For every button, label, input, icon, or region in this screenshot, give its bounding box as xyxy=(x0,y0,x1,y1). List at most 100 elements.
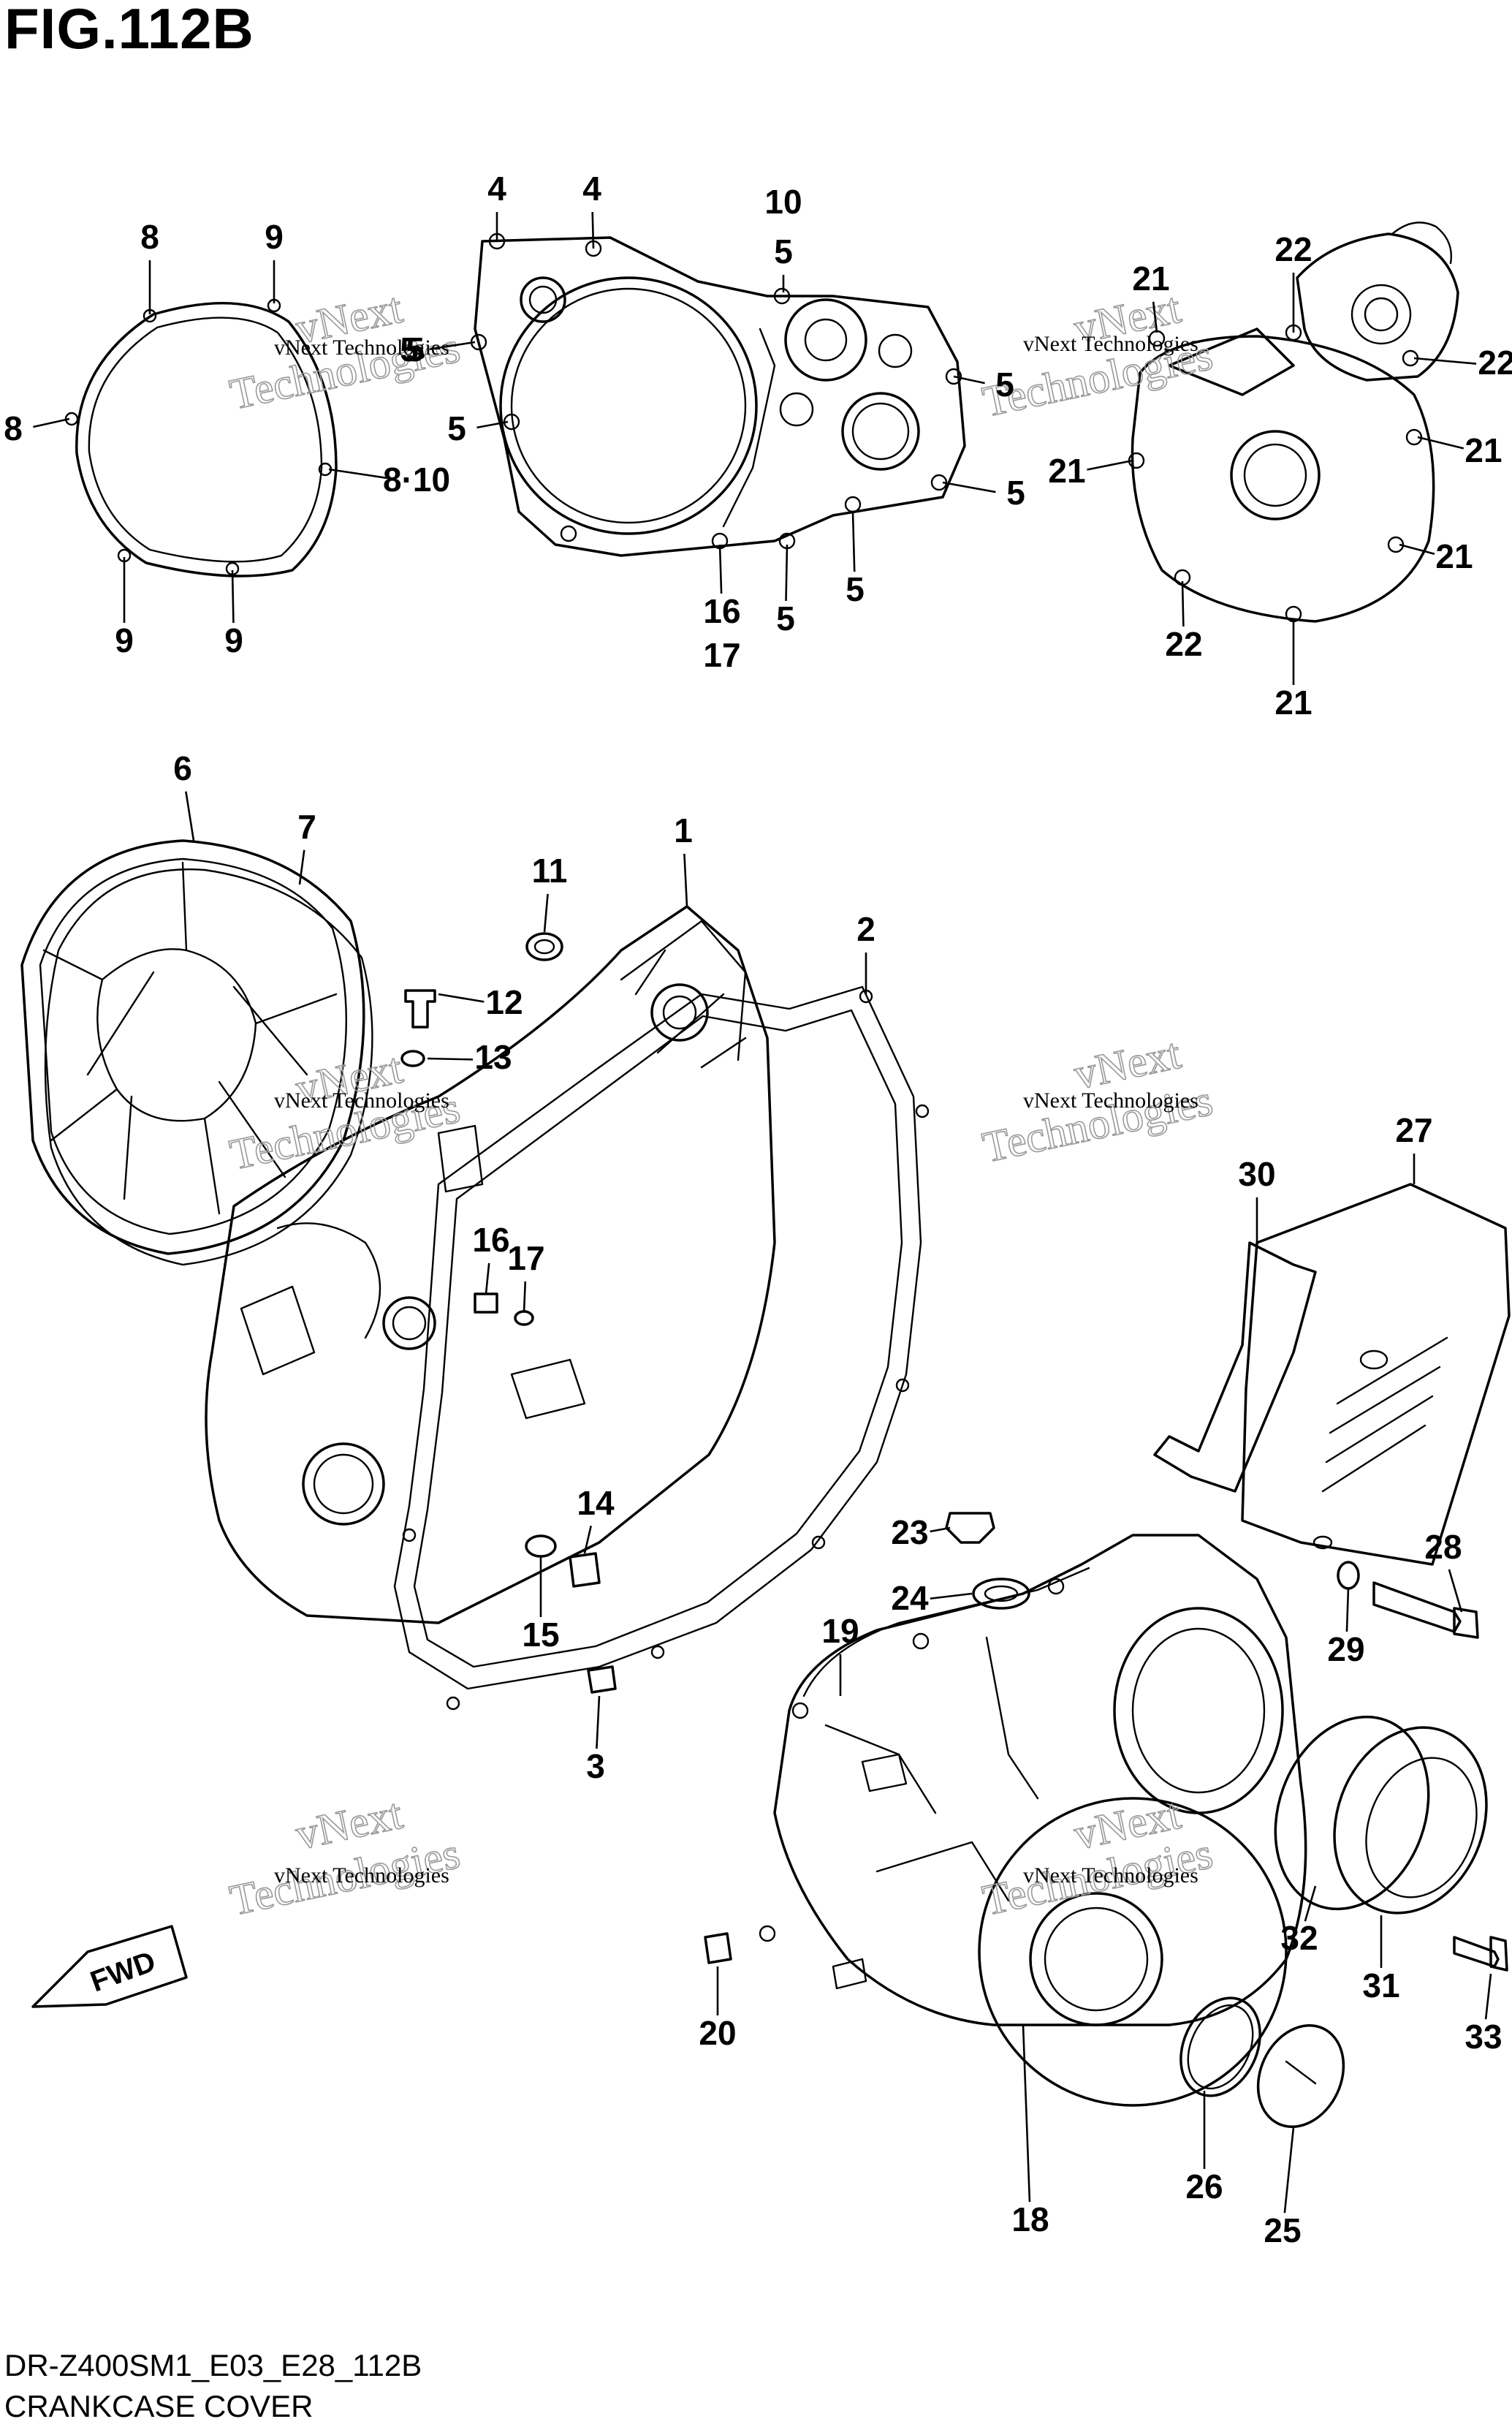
leader-37 xyxy=(1399,543,1435,556)
leader-30 xyxy=(523,1281,527,1313)
cover-31 xyxy=(1333,1726,1488,1915)
leader-2 xyxy=(596,1695,601,1749)
callout-10: 5 xyxy=(846,570,865,608)
callout-16: 8 xyxy=(4,409,23,447)
callout-40: 22 xyxy=(1478,344,1512,382)
callout-21: 10 xyxy=(764,183,802,221)
watermark-3: vNext Technologies vNext Technologies xyxy=(225,1043,464,1180)
callout-45: 26 xyxy=(1185,2167,1223,2205)
callout-50: 31 xyxy=(1362,1966,1399,2004)
callout-28: 16 xyxy=(472,1221,509,1259)
leader-48 xyxy=(1345,1587,1350,1632)
watermark-2: vNext Technologies vNext Technologies xyxy=(978,283,1217,427)
leader-0 xyxy=(683,853,688,907)
callout-11: 5 xyxy=(776,599,795,637)
callout-7: 5 xyxy=(447,409,466,447)
callout-27: 16 xyxy=(703,592,740,630)
fwd-arrow: FWD xyxy=(31,1925,188,2008)
callout-3: 4 xyxy=(487,170,506,208)
callout-34: 21 xyxy=(1132,260,1169,298)
svg-text:vNext Technologies: vNext Technologies xyxy=(1023,1863,1198,1888)
leader-35 xyxy=(1087,459,1133,471)
callout-48: 29 xyxy=(1327,1630,1364,1668)
callout-47: 28 xyxy=(1424,1528,1462,1566)
callout-31: 18 xyxy=(1011,2200,1049,2238)
callout-15: 8 xyxy=(140,218,159,256)
callout-4: 4 xyxy=(582,170,601,208)
leader-25 xyxy=(583,1525,592,1554)
leader-6 xyxy=(429,341,476,350)
callout-52: 33 xyxy=(1464,2018,1502,2056)
callout-2: 3 xyxy=(586,1747,605,1785)
model-code: DR-Z400SM1_E03_E28_112B xyxy=(4,2348,422,2382)
callout-38: 21 xyxy=(1274,684,1312,722)
callout-25: 14 xyxy=(577,1484,615,1522)
callout-23: 12 xyxy=(485,983,523,1021)
gasket-32 xyxy=(1274,1715,1430,1911)
callout-22: 11 xyxy=(532,852,568,890)
leader-13 xyxy=(185,791,195,841)
cover-6 xyxy=(20,839,365,1255)
callout-9: 5 xyxy=(1006,474,1025,512)
callout-43: 24 xyxy=(891,1579,929,1617)
gasket-2 xyxy=(393,985,930,1711)
callout-18: 9 xyxy=(265,218,284,256)
callout-32: 19 xyxy=(821,1612,859,1650)
leader-16 xyxy=(33,417,70,428)
cover-27 xyxy=(1241,1183,1511,1566)
bracket-30 xyxy=(1153,1241,1317,1493)
callout-41: 22 xyxy=(1165,625,1202,663)
leader-10 xyxy=(851,511,856,572)
figure-title: FIG.112B xyxy=(4,0,254,61)
leader-22 xyxy=(543,893,549,933)
gasket-7 xyxy=(44,868,373,1266)
leader-14 xyxy=(298,849,305,885)
leader-9 xyxy=(942,481,996,493)
leader-34 xyxy=(1152,301,1158,333)
callout-12: 5 xyxy=(406,330,425,368)
leader-27 xyxy=(718,544,723,594)
callout-26: 15 xyxy=(522,1616,559,1654)
callout-0: 1 xyxy=(674,811,693,849)
leader-28 xyxy=(485,1262,490,1295)
callout-44: 25 xyxy=(1264,2211,1301,2249)
callout-5: 5 xyxy=(774,232,793,270)
figure-name: CRANKCASE COVER xyxy=(4,2389,314,2423)
callout-49: 30 xyxy=(1238,1155,1275,1193)
screw-33 xyxy=(1453,1936,1508,1972)
leader-36 xyxy=(1417,436,1464,450)
plug-25 xyxy=(1256,2023,1345,2129)
callout-17: 8·10 xyxy=(383,461,450,499)
small-parts-right xyxy=(1337,1561,1479,1639)
callout-6: 5 xyxy=(400,330,419,368)
o-ring-26 xyxy=(1179,1996,1261,2097)
leader-51 xyxy=(1304,1885,1317,1922)
callout-13: 6 xyxy=(173,749,192,787)
leader-7 xyxy=(476,420,509,429)
leader-11 xyxy=(785,544,789,602)
small-parts-left xyxy=(400,932,617,1694)
leader-17 xyxy=(328,468,397,481)
callout-39: 22 xyxy=(1274,230,1312,268)
gasket-19 xyxy=(802,1567,1090,1697)
watermark-5: vNext Technologies vNext Technologies xyxy=(225,1789,464,1926)
svg-text:vNext Technologies: vNext Technologies xyxy=(274,336,449,360)
leader-20 xyxy=(231,569,235,624)
leader-31 xyxy=(1022,2024,1031,2203)
callout-29: 17 xyxy=(703,636,740,674)
callout-42: 23 xyxy=(891,1513,928,1551)
callout-19: 9 xyxy=(115,621,134,659)
clutch-cover-gasket-top xyxy=(64,298,338,578)
inner-cover-top xyxy=(470,232,966,557)
leader-23 xyxy=(438,993,485,1003)
leader-52 xyxy=(1484,1973,1492,2020)
svg-text:vNext Technologies: vNext Technologies xyxy=(274,1863,449,1888)
callout-33: 20 xyxy=(699,2014,736,2052)
callout-1: 2 xyxy=(856,910,875,948)
svg-text:vNext Technologies: vNext Technologies xyxy=(274,1088,449,1113)
leader-lines xyxy=(33,211,1492,2214)
callout-35: 21 xyxy=(1048,452,1085,490)
leader-44 xyxy=(1283,2127,1295,2214)
callout-46: 27 xyxy=(1395,1111,1432,1149)
